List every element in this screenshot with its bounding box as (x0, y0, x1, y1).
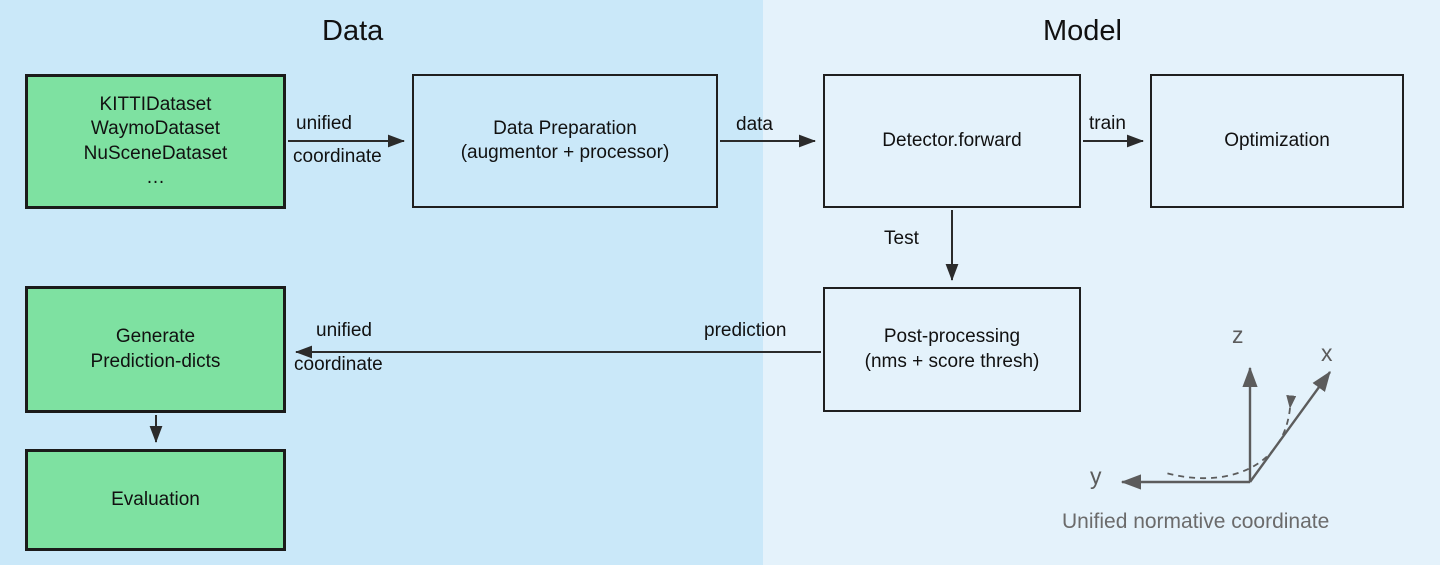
axis-caption: Unified normative coordinate (1062, 510, 1330, 533)
axis-label-x: x (1321, 340, 1333, 366)
node-generate-prediction-dicts[interactable]: Generate Prediction-dicts (25, 286, 286, 413)
panel-title-data: Data (322, 15, 384, 47)
node-optimization[interactable]: Optimization (1150, 74, 1404, 208)
node-post-processing[interactable]: Post-processing (nms + score thresh) (823, 287, 1081, 412)
edge-label-coordinate-1: coordinate (293, 146, 382, 167)
node-datasets[interactable]: KITTIDataset WaymoDataset NuSceneDataset… (25, 74, 286, 209)
edge-label-train: train (1089, 113, 1126, 134)
axis-label-y: y (1090, 463, 1102, 489)
edge-label-prediction: prediction (704, 320, 787, 341)
edge-label-test: Test (884, 228, 919, 249)
edge-label-coordinate-2: coordinate (294, 354, 383, 375)
panel-title-model: Model (1043, 15, 1122, 47)
axis-label-z: z (1232, 322, 1244, 348)
edge-label-data: data (736, 114, 773, 135)
node-data-preparation[interactable]: Data Preparation (augmentor + processor) (412, 74, 718, 208)
node-detector-forward[interactable]: Detector.forward (823, 74, 1081, 208)
edge-label-unified-1: unified (296, 113, 352, 134)
node-evaluation[interactable]: Evaluation (25, 449, 286, 551)
edge-label-unified-2: unified (316, 320, 372, 341)
